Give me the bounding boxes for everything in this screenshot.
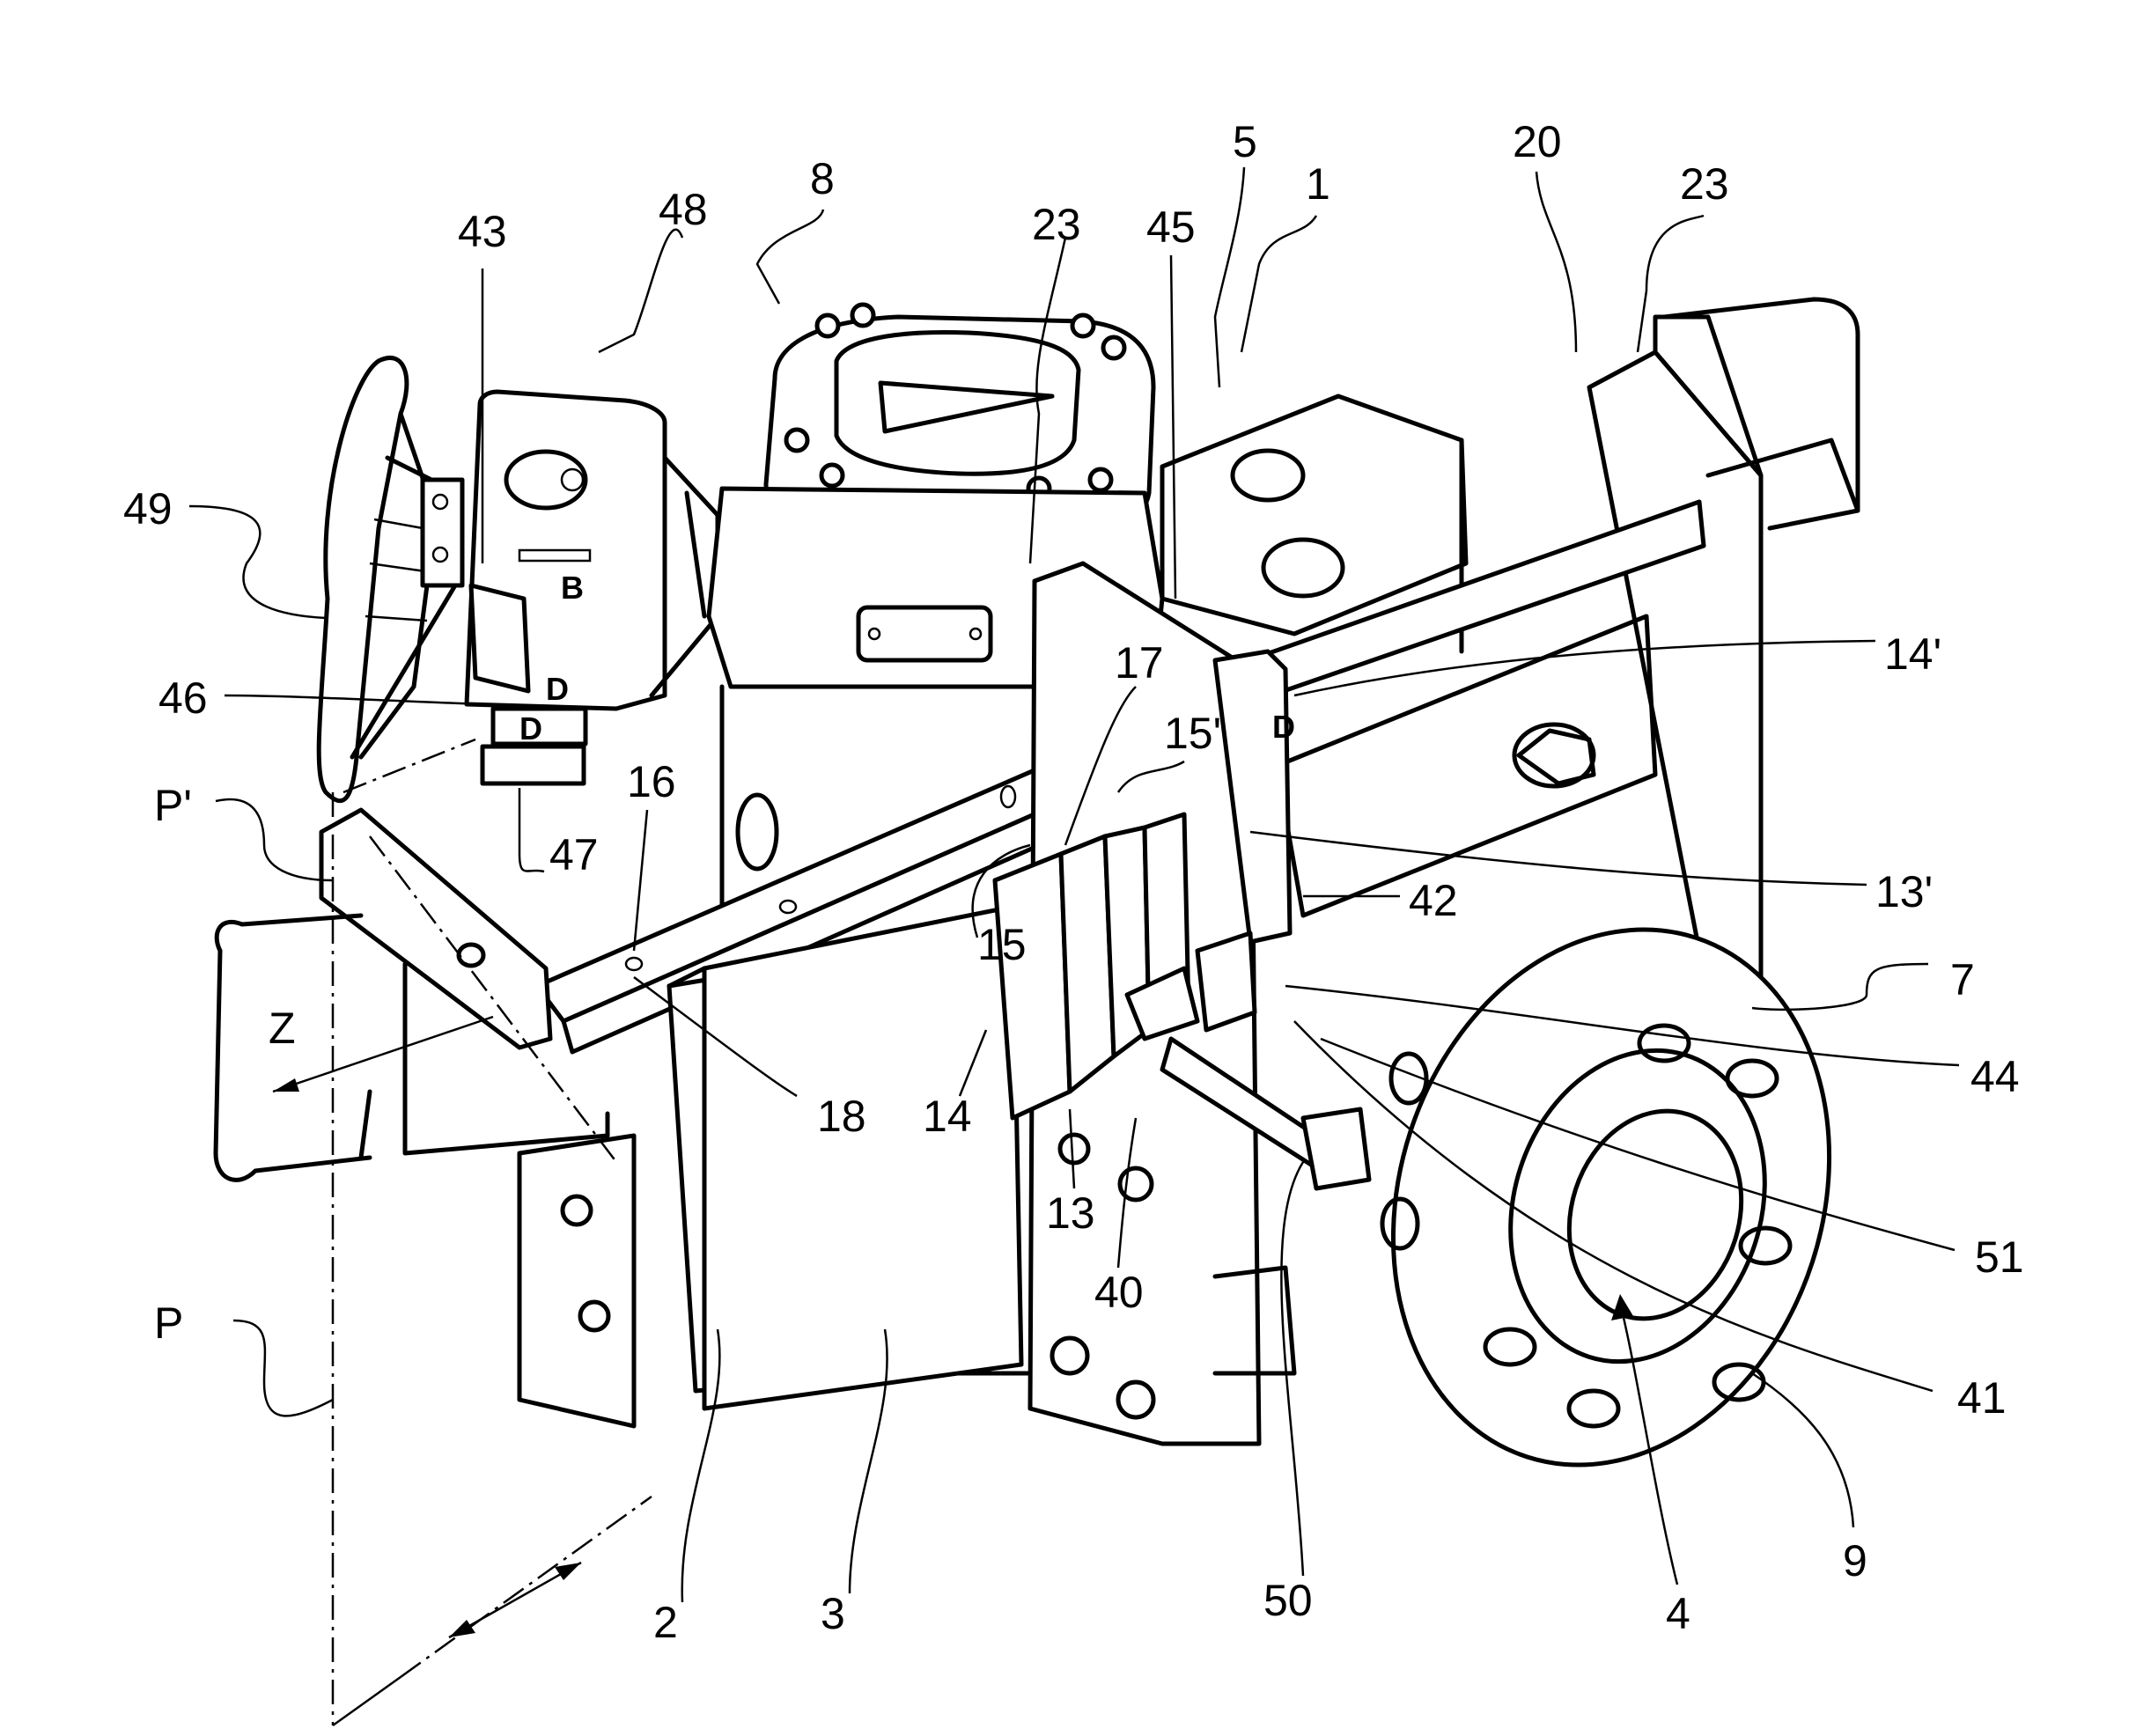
label-50: 50 [1263, 1576, 1313, 1625]
handwheel [316, 356, 465, 804]
label-18: 18 [817, 1092, 866, 1141]
lock-blocks: D [992, 709, 1372, 1191]
marking-b: B [561, 570, 584, 606]
label-14: 14 [923, 1092, 972, 1141]
gearbox-actuator: B D D [464, 389, 720, 786]
label-17: 17 [1115, 638, 1164, 688]
label-p-prime: P' [154, 781, 192, 830]
label-41: 41 [1957, 1373, 2007, 1423]
label-45: 45 [1146, 202, 1196, 252]
pipe-flange [1212, 927, 1832, 1468]
reference-planes [272, 738, 652, 1727]
label-51: 51 [1975, 1232, 2024, 1282]
label-15: 15 [977, 920, 1027, 969]
label-15-prime: 15' [1164, 709, 1221, 758]
label-8: 8 [810, 154, 835, 203]
reference-numerals: 49 43 48 8 23 45 5 1 20 23 46 P' 16 47 1… [123, 117, 2024, 1647]
label-46: 46 [158, 673, 208, 723]
pipe-housing [1160, 394, 1469, 654]
rear-frame [1274, 297, 1860, 997]
label-3: 3 [821, 1589, 845, 1638]
valve-top-cover [763, 302, 1156, 531]
label-2: 2 [653, 1598, 678, 1647]
label-13-prime: 13' [1875, 867, 1933, 916]
label-20: 20 [1513, 117, 1562, 166]
label-14-prime: 14' [1884, 629, 1941, 679]
marking-d: D [546, 671, 569, 707]
leader-lines [188, 166, 1960, 1603]
label-p: P [154, 1298, 183, 1348]
label-9: 9 [1843, 1536, 1867, 1585]
label-44: 44 [1970, 1052, 2020, 1101]
label-49: 49 [123, 484, 173, 533]
label-23-center: 23 [1032, 200, 1081, 249]
label-5: 5 [1233, 117, 1257, 166]
cover-marking: D [1272, 709, 1295, 745]
label-16: 16 [627, 757, 676, 806]
label-4: 4 [1666, 1589, 1690, 1638]
label-13: 13 [1046, 1188, 1095, 1238]
label-z: Z [269, 1004, 296, 1053]
label-48: 48 [659, 185, 708, 234]
lock-marking: D [519, 710, 542, 747]
label-1: 1 [1306, 159, 1330, 209]
label-43: 43 [458, 207, 507, 256]
label-40: 40 [1094, 1268, 1144, 1317]
label-23-right: 23 [1680, 159, 1729, 209]
label-42: 42 [1409, 876, 1458, 925]
label-7: 7 [1950, 955, 1975, 1004]
front-handle [213, 807, 637, 1429]
label-47: 47 [549, 830, 599, 879]
front-plates [667, 904, 1024, 1411]
